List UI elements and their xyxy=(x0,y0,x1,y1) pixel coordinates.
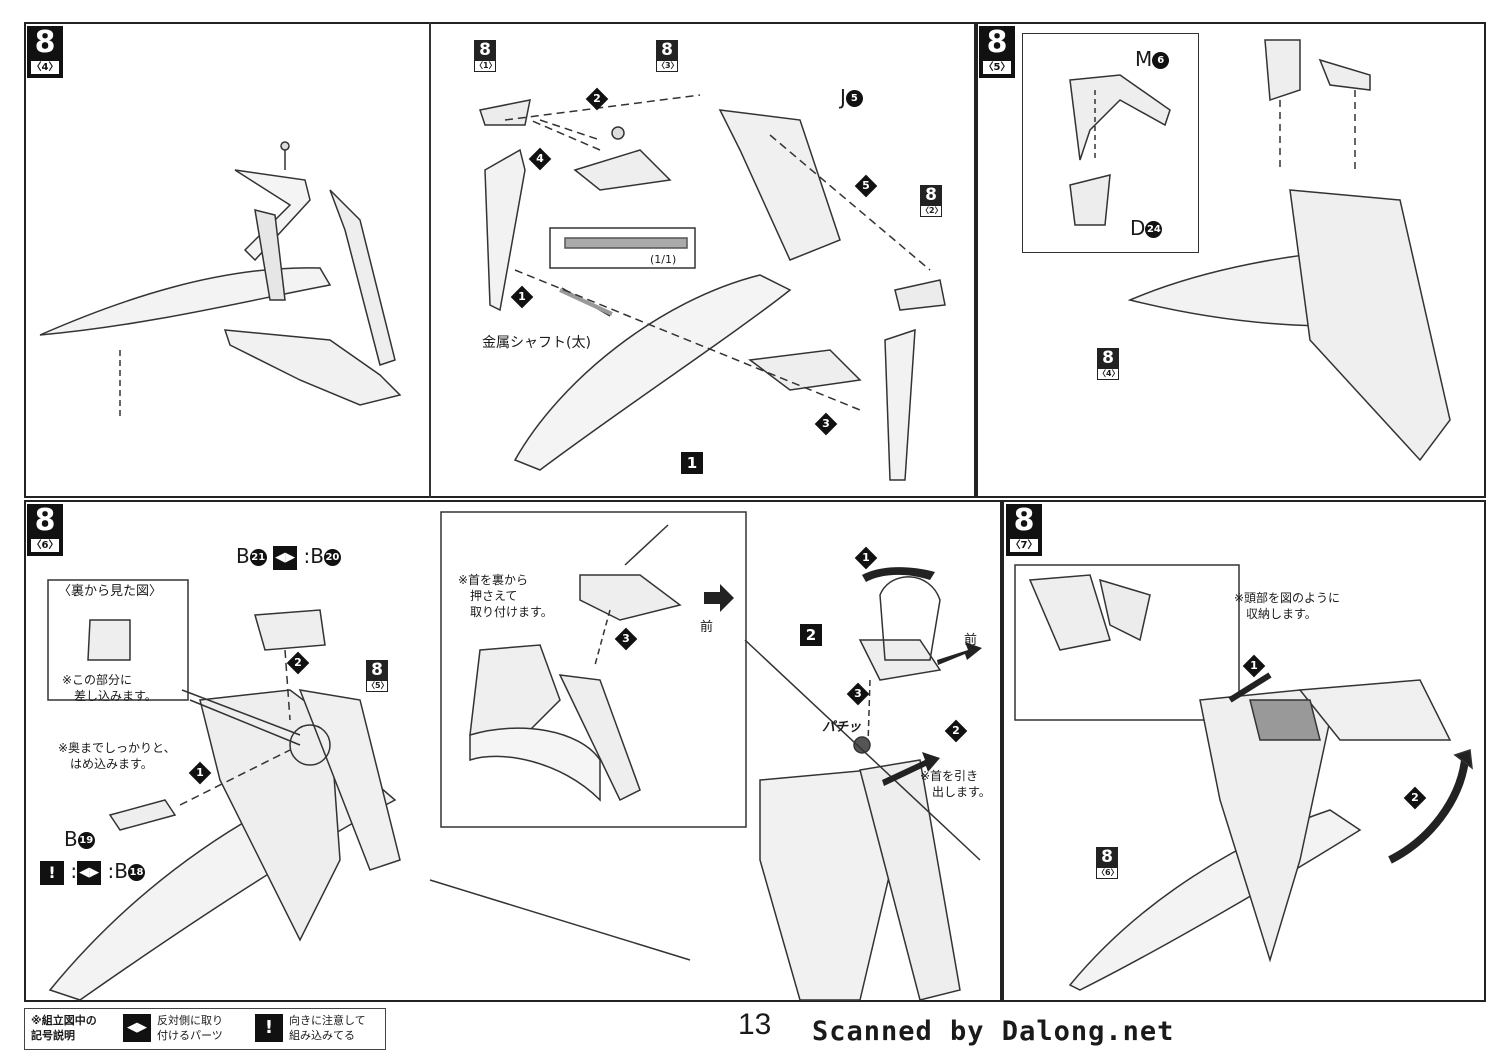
mirror-icon: ◀▶ xyxy=(123,1014,151,1042)
step-badge-8-5: 8 〈5〉 xyxy=(979,26,1015,78)
snug-fit-note: ※奥までしっかりと、 はめ込みます。 xyxy=(58,741,176,771)
step-number: 8 xyxy=(34,25,56,60)
ref-badge-8-3: 8 〈3〉 xyxy=(656,40,679,72)
seq-3: 3 xyxy=(614,627,638,651)
seq-2: 2 xyxy=(585,87,609,111)
step-badge-8-6: 8 〈6〉 xyxy=(27,504,63,556)
seq-1: 1 xyxy=(854,546,878,570)
mirror-icon: ◀▶ xyxy=(273,545,298,570)
part-2-box: 2 xyxy=(800,624,822,646)
step-badge-8-7: 8 〈7〉 xyxy=(1006,504,1042,556)
front-label-1: 前 xyxy=(700,620,714,635)
rear-view-title: 〈裏から見た図〉 xyxy=(58,584,163,599)
panel-8-5 xyxy=(976,22,1486,498)
mirror-legend-text: 反対側に取り 付けるパーツ xyxy=(157,1014,223,1042)
step-sub: 〈4〉 xyxy=(30,60,60,75)
seq-2: 2 xyxy=(944,719,968,743)
panel-8-4 xyxy=(24,22,976,498)
symbol-legend: ※組立図中の 記号説明 ◀▶ 反対側に取り 付けるパーツ ! 向きに注意して 組… xyxy=(24,1008,386,1050)
panel-8-7 xyxy=(1002,500,1486,1002)
caution-legend-text: 向きに注意して 組み込みてる xyxy=(289,1014,366,1042)
panel-8-6 xyxy=(24,500,1002,1002)
pull-neck-note: ※首を引き 出します。 xyxy=(920,769,991,799)
ref-badge-8-4: 8 〈4〉 xyxy=(1097,348,1120,380)
scale-label: (1/1) xyxy=(650,253,677,266)
inset-box-8-5 xyxy=(1022,33,1199,253)
neck-note: ※首を裏から 押さえて 取り付けます。 xyxy=(458,573,553,619)
step-badge-8-4: 8 〈4〉 xyxy=(27,26,63,78)
front-label-2: 前 xyxy=(964,633,978,648)
metal-shaft-label: 金属シャフト(太) xyxy=(482,335,591,351)
legend-title: ※組立図中の 記号説明 xyxy=(31,1014,97,1042)
seq-3: 3 xyxy=(846,682,870,706)
seq-4: 4 xyxy=(528,147,552,171)
scanner-credit: Scanned by Dalong.net xyxy=(812,1016,1175,1047)
seq-1: 1 xyxy=(1242,654,1266,678)
snap-label: パチッ xyxy=(822,720,862,735)
seq-2: 2 xyxy=(1403,786,1427,810)
caution-icon: ! xyxy=(40,860,64,885)
ref-badge-8-6: 8 〈6〉 xyxy=(1096,847,1119,879)
seq-5: 5 xyxy=(854,174,878,198)
seq-2: 2 xyxy=(286,651,310,675)
insert-note: ※この部分に 差し込みます。 xyxy=(62,673,157,703)
mirror-icon: ◀▶ xyxy=(77,860,102,885)
caution-icon: ! xyxy=(255,1014,283,1042)
seq-1: 1 xyxy=(188,761,212,785)
ref-badge-8-5: 8 〈5〉 xyxy=(366,660,389,692)
ref-badge-8-2: 8 〈2〉 xyxy=(920,185,943,217)
head-storage-note: ※頭部を図のように 収納します。 xyxy=(1234,591,1341,621)
part-1-box: 1 xyxy=(681,452,703,474)
ref-badge-8-1: 8 〈1〉 xyxy=(474,40,497,72)
seq-3: 3 xyxy=(814,412,838,436)
panel-8-4-divider xyxy=(429,22,431,498)
seq-1: 1 xyxy=(510,285,534,309)
page-number: 13 xyxy=(738,1008,772,1041)
